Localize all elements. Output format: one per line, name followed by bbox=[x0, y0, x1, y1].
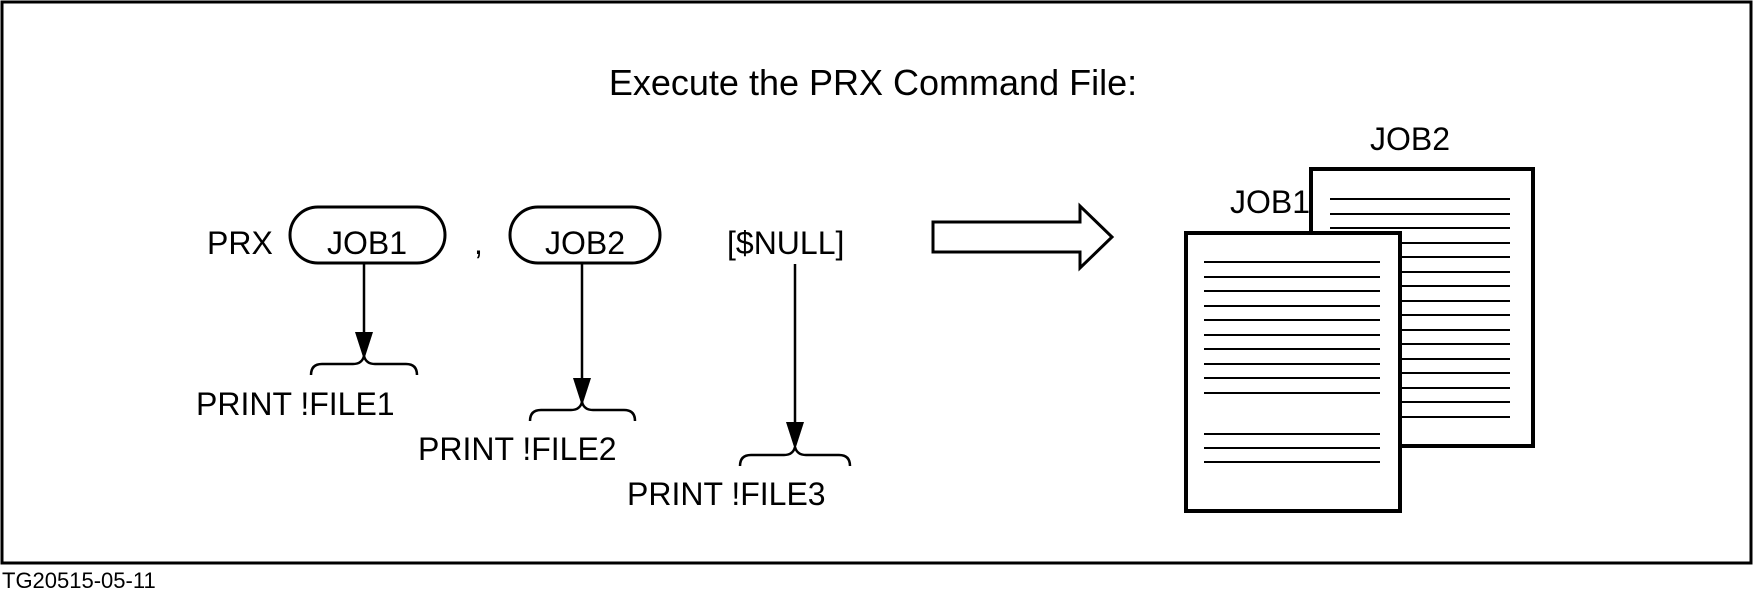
brace-file2 bbox=[528, 401, 637, 422]
brace-file1 bbox=[309, 355, 419, 376]
diagram-frame bbox=[0, 0, 1753, 565]
diagram-title: Execute the PRX Command File: bbox=[609, 62, 1137, 103]
target-file2: PRINT !FILE2 bbox=[418, 431, 617, 467]
arrow-null-head bbox=[786, 422, 804, 450]
arrow-job1-head bbox=[355, 332, 373, 360]
param-job1: JOB1 bbox=[327, 225, 407, 261]
param-job2: JOB2 bbox=[545, 225, 625, 261]
target-file3: PRINT !FILE3 bbox=[627, 476, 826, 512]
brace-file3 bbox=[738, 446, 852, 467]
doc-job2-label: JOB2 bbox=[1370, 121, 1450, 157]
figure-id: TG20515-05-11 bbox=[2, 568, 156, 592]
param-null: [$NULL] bbox=[727, 225, 844, 261]
execute-arrow bbox=[931, 202, 1115, 272]
command-name: PRX bbox=[207, 225, 273, 261]
doc-job1-label: JOB1 bbox=[1230, 184, 1310, 220]
doc-job1-page bbox=[1184, 231, 1402, 513]
arrow-job2-head bbox=[573, 378, 591, 406]
doc-job1-text-lines bbox=[1204, 261, 1380, 463]
job1-oval bbox=[288, 205, 447, 265]
target-file1: PRINT !FILE1 bbox=[196, 386, 395, 422]
comma-separator: , bbox=[474, 225, 483, 261]
job2-oval bbox=[508, 205, 662, 265]
